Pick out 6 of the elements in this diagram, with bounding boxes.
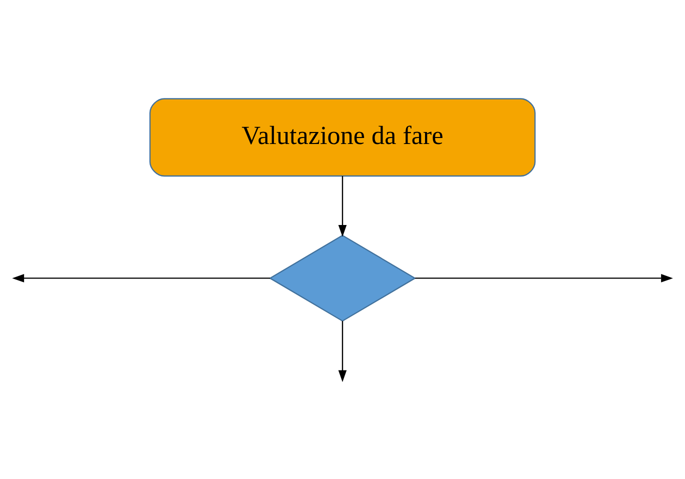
node-diamond xyxy=(268,234,416,322)
arrow xyxy=(415,274,673,282)
arrow xyxy=(338,176,347,236)
arrow xyxy=(338,320,347,382)
node-box: Valutazione da fare xyxy=(149,98,536,176)
arrow xyxy=(12,274,270,282)
